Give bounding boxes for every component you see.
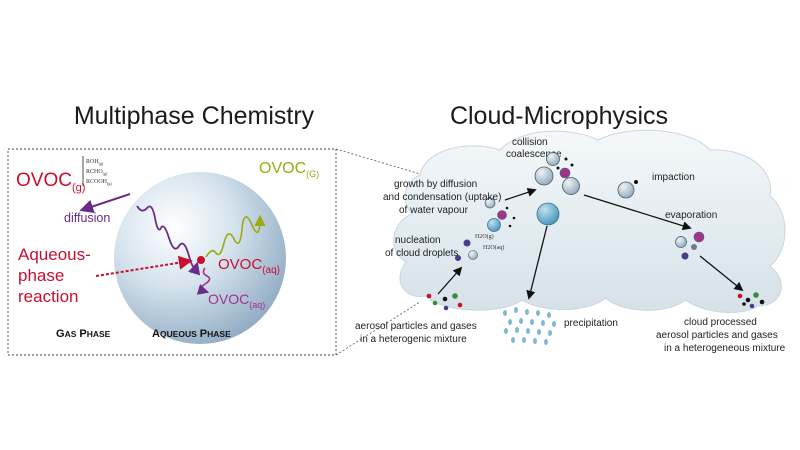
processed-black-3 <box>742 302 746 306</box>
ovoc-aq-magenta-label: OVOC(aq) <box>208 291 265 310</box>
zoom-connector-bottom <box>335 301 421 356</box>
growth-to-collision-arrow <box>504 187 537 201</box>
large-droplet <box>536 202 560 226</box>
dot-2 <box>570 163 574 167</box>
nucleus-1 <box>463 239 471 247</box>
ovoc-aq-red-label: OVOC(aq) <box>218 256 280 276</box>
growth-label-2: and condensation (uptake) <box>383 192 501 203</box>
evaporation-label: evaporation <box>665 210 717 221</box>
evaporation-arrow <box>583 194 692 231</box>
droplet-impaction <box>617 181 635 199</box>
processed-black-2 <box>759 299 765 305</box>
nucleation-label-2: of cloud droplets <box>385 248 458 259</box>
growth-label-3: of water vapour <box>399 205 469 216</box>
dot-4 <box>505 206 509 210</box>
dot-5 <box>512 216 516 220</box>
droplet-evap-3 <box>681 252 689 260</box>
species-rcooh: RCOOH(g) <box>86 179 112 186</box>
h2o-aq-label: H2O(aq) <box>483 244 504 251</box>
cloud-shape <box>393 129 786 313</box>
title-cloud-microphysics: Cloud-Microphysics <box>450 102 668 130</box>
diffusion-out-arrow <box>79 193 131 214</box>
nucleation-arrow <box>437 266 463 295</box>
droplet-collision-2 <box>534 166 554 186</box>
precipitation-label: precipitation <box>564 318 618 329</box>
aerosol-red-2 <box>457 302 463 308</box>
aerosol-label-2: in a heterogenic mixture <box>360 334 467 345</box>
aqueous-reaction-line1: Aqueous- <box>18 245 91 264</box>
diffusion-label: diffusion <box>64 211 110 225</box>
aerosol-green-1 <box>432 300 438 306</box>
droplet-evap-2 <box>691 244 697 250</box>
aqueous-reaction-line2: phase <box>18 266 64 285</box>
left-panel-frame <box>7 148 337 356</box>
processed-label-1: cloud processed <box>684 317 757 328</box>
impaction-label: impaction <box>652 172 695 183</box>
droplet-collision-1 <box>546 152 560 166</box>
aqueous-reaction-line3: reaction <box>18 287 78 306</box>
zoom-connector-top <box>335 148 421 175</box>
processed-green-1 <box>753 292 759 298</box>
coalescence-label: coalescence <box>506 149 562 160</box>
droplet-evap-magenta <box>693 231 705 243</box>
processed-purple-1 <box>749 303 755 309</box>
processed-black-1 <box>745 297 751 303</box>
droplet-growth-1 <box>484 197 496 209</box>
droplet-growth-magenta <box>497 210 507 220</box>
species-rcho: RCHO(g) <box>86 169 108 176</box>
ovoc-G-wavy-arrow <box>205 214 266 258</box>
growth-label-1: growth by diffusion <box>394 179 477 190</box>
droplet-collision-magenta <box>559 167 571 179</box>
dot-6 <box>508 224 512 228</box>
processed-red-1 <box>737 293 743 299</box>
collision-label: collision <box>512 137 548 148</box>
title-multiphase-chemistry: Multiphase Chemistry <box>74 102 315 130</box>
aerosol-label-1: aerosol particles and gases <box>355 321 477 332</box>
processed-label-3: in a heterogeneous mixture <box>664 343 786 354</box>
aerosol-black-1 <box>442 296 448 302</box>
nucleus-3 <box>468 250 478 260</box>
ovoc-G-label: OVOC(G) <box>259 160 319 179</box>
ovoc-g-label: OVOC(g) <box>16 170 85 194</box>
impaction-particle <box>634 180 638 184</box>
aerosol-green-2 <box>452 293 458 299</box>
rain-drops <box>503 307 556 345</box>
species-roh: ROH(g) <box>86 159 104 166</box>
dot-1 <box>564 157 568 161</box>
h2o-g-label: H2O(g) <box>475 233 494 240</box>
nucleus-2 <box>455 255 461 261</box>
dot-3 <box>556 166 560 170</box>
reaction-point <box>197 256 205 264</box>
aqueous-reaction-arrow <box>95 255 193 277</box>
aerosol-red-1 <box>426 293 432 299</box>
precipitation-arrow <box>526 225 548 300</box>
droplet-collision-3 <box>562 177 580 195</box>
droplet-evap-1 <box>675 236 687 248</box>
processed-arrow <box>699 255 744 292</box>
ovoc-aq-wavy-arrow <box>196 267 211 295</box>
processed-label-2: aerosol particles and gases <box>656 330 778 341</box>
nucleation-label-1: nucleation <box>395 235 441 246</box>
diffusion-in-wavy-arrow <box>136 205 201 276</box>
aerosol-purple-1 <box>443 305 449 311</box>
droplet-growth-blue <box>487 218 501 232</box>
